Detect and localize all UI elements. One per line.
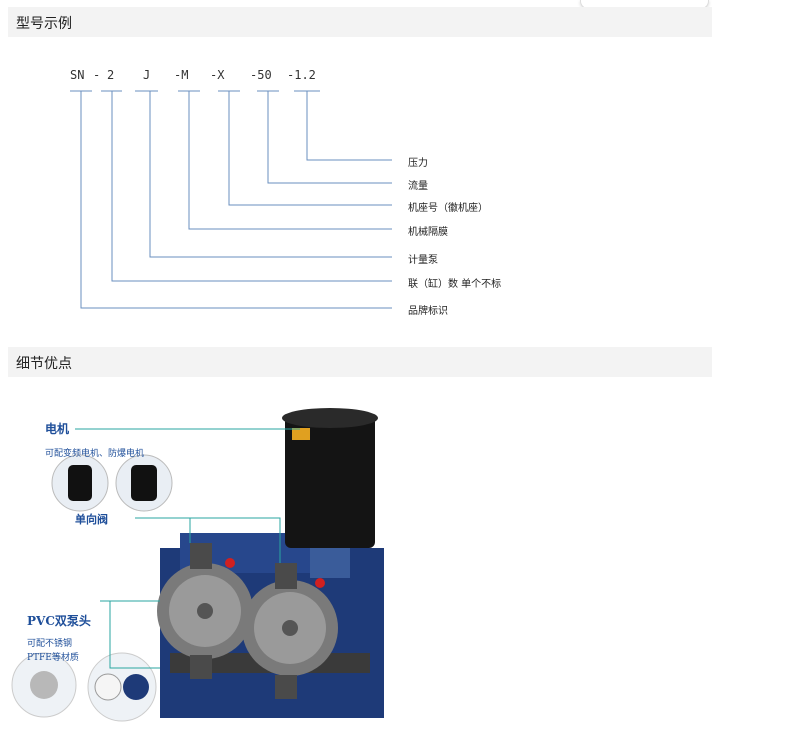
callout-head-sub2: PTFE等材质 — [27, 653, 79, 663]
label-base: 机座号（徽机座） — [408, 203, 488, 214]
label-flow: 流量 — [408, 181, 428, 192]
code-part-base: -X — [210, 68, 225, 82]
callout-motor: 电机 — [45, 422, 70, 436]
callout-motor-sub: 可配变频电机、防爆电机 — [45, 449, 145, 459]
code-part-cylinders: 2 — [107, 68, 115, 82]
motor-icon — [285, 413, 375, 548]
callout-check-valve: 单向阀 — [75, 513, 108, 526]
code-part-flow: -50 — [250, 68, 272, 82]
code-part-diaphragm: -M — [174, 68, 189, 82]
stainless-head-icon — [30, 671, 58, 699]
callout-pump-head: PVC双泵头 — [27, 614, 91, 628]
section-header-model-example: 型号示例 — [8, 7, 712, 37]
check-valve-right-icon — [275, 563, 297, 589]
code-part-pressure: -1.2 — [287, 68, 316, 82]
label-diaphragm: 机械隔膜 — [408, 227, 448, 238]
ptfe-head-icon — [94, 673, 122, 701]
label-metering-pump: 计量泵 — [408, 255, 438, 266]
section-title: 细节优点 — [16, 356, 72, 372]
check-valve-left-icon — [190, 543, 212, 569]
variable-frequency-motor-icon — [68, 465, 92, 501]
section-title: 型号示例 — [16, 16, 72, 32]
callout-head-sub1: 可配不锈钢 — [27, 639, 73, 649]
metering-pump-illustration — [11, 408, 384, 722]
motor-label — [292, 428, 310, 440]
callout-leaders — [75, 428, 300, 669]
code-part-pump: J — [143, 68, 151, 82]
label-cylinders: 联（缸）数 单个不标 — [408, 279, 502, 290]
section-header-detail-advantages: 细节优点 — [8, 347, 712, 377]
code-part-brand: SN — [70, 68, 85, 82]
code-part-dash: - — [93, 68, 101, 82]
product-photo: 电机 可配变频电机、防爆电机 单向阀 PVC双泵头 可配不锈钢 PTFE等材质 — [10, 383, 384, 723]
label-pressure: 压力 — [408, 158, 428, 169]
label-brand: 品牌标识 — [408, 306, 448, 317]
explosion-proof-motor-icon — [131, 465, 157, 501]
